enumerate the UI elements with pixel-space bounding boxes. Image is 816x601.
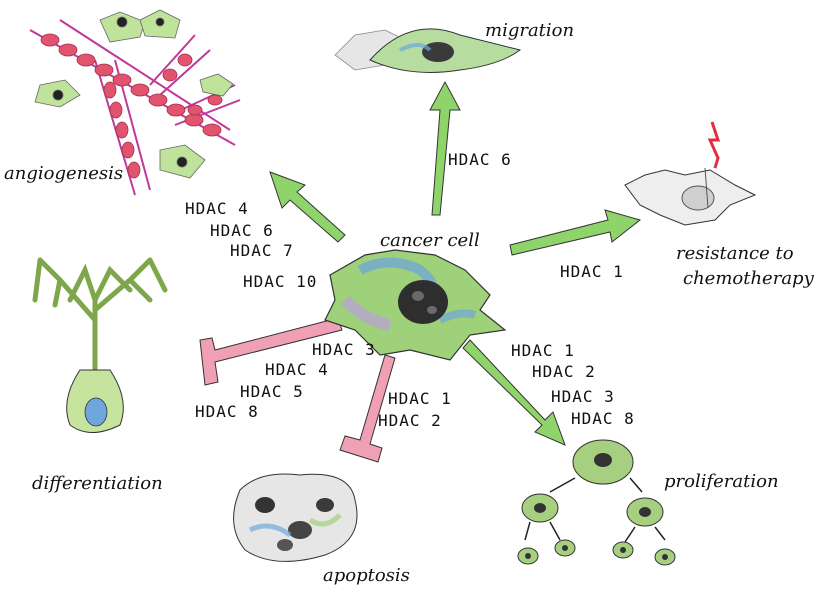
- hdac-label: HDAC 8: [195, 402, 259, 421]
- migration-illustration: [334, 28, 522, 73]
- hdac-label: HDAC 2: [378, 411, 442, 430]
- hdac-label: HDAC 8: [571, 409, 635, 428]
- hdac-label: HDAC 4: [185, 199, 249, 218]
- apoptosis-illustration: [233, 473, 358, 562]
- hdac-label: HDAC 6: [210, 221, 274, 240]
- arrow-migration: [429, 80, 461, 216]
- hdac-label: HDAC 1: [511, 341, 575, 360]
- hdac-label: HDAC 1: [560, 262, 624, 281]
- center-label: cancer cell: [380, 230, 480, 251]
- apoptosis-label: apoptosis: [323, 565, 410, 586]
- angiogenesis-illustration: [29, 9, 241, 196]
- angiogenesis-label: angiogenesis: [4, 163, 124, 184]
- hdac-label: HDAC 1: [388, 389, 452, 408]
- proliferation-illustration: [517, 439, 676, 566]
- hdac-label: HDAC 10: [243, 272, 318, 291]
- arrow-apoptosis-inhibit: [339, 354, 396, 463]
- differentiation-label: differentiation: [32, 473, 163, 494]
- differentiation-illustration: [32, 257, 168, 433]
- arrow-angiogenesis: [269, 171, 346, 243]
- resistance-illustration: [624, 121, 757, 226]
- arrow-resistance: [509, 209, 642, 256]
- hdac-label: HDAC 7: [230, 241, 294, 260]
- hdac-label: HDAC 2: [532, 362, 596, 381]
- hdac-label: HDAC 6: [448, 150, 512, 169]
- hdac-label: HDAC 4: [265, 360, 329, 379]
- arrow-differentiation-inhibit: [199, 317, 343, 386]
- arrow-proliferation: [462, 339, 566, 446]
- cancer-cell-illustration: [324, 249, 507, 361]
- resistance-label-line1: resistance to: [676, 243, 794, 264]
- proliferation-label: proliferation: [664, 471, 779, 492]
- arrows: [199, 80, 642, 463]
- resistance-label-line2: chemotherapy: [683, 268, 814, 289]
- migration-label: migration: [485, 20, 575, 41]
- hdac-label: HDAC 5: [240, 382, 304, 401]
- hdac-label: HDAC 3: [551, 387, 615, 406]
- hdac-label: HDAC 3: [312, 340, 376, 359]
